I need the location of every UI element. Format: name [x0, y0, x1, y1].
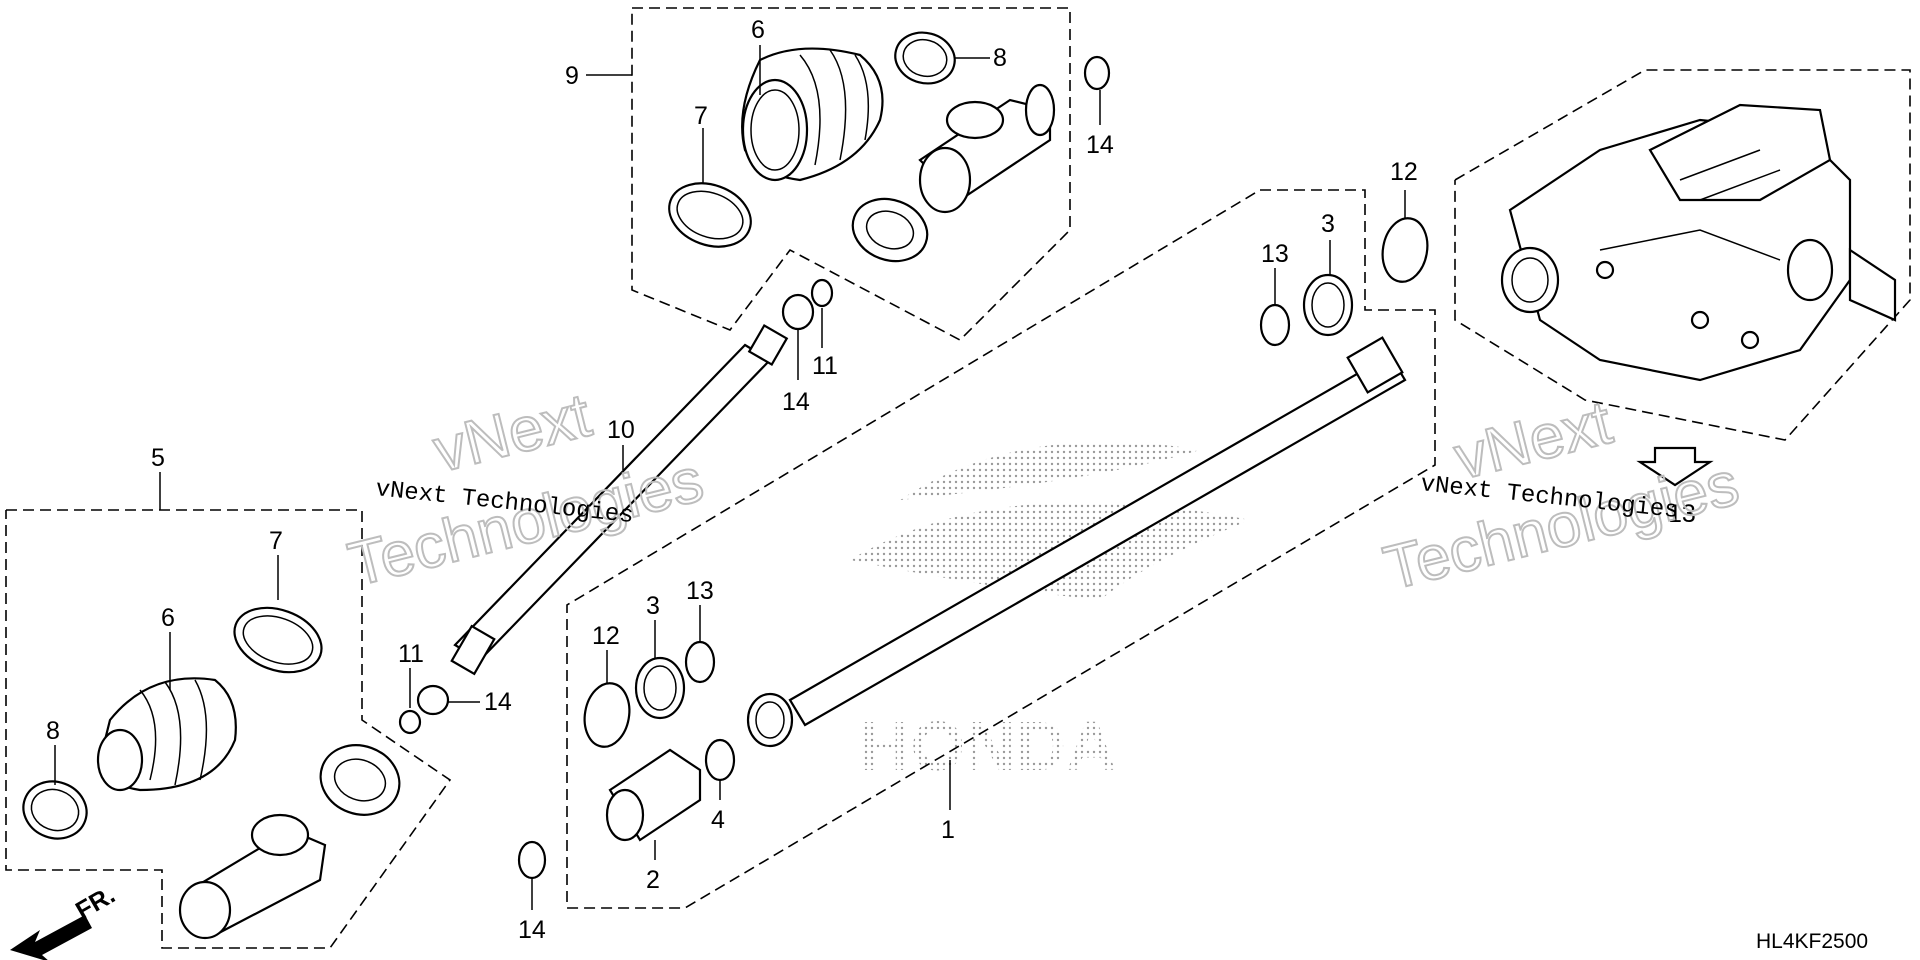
callout-3-right: 3	[1321, 210, 1335, 238]
oil-seal-top	[851, 197, 929, 263]
callout-13-center: 13	[686, 577, 714, 605]
dust-seal-3-right	[1302, 273, 1354, 337]
universal-joint-left	[178, 813, 327, 940]
final-gear-assembly: 13	[1454, 69, 1911, 528]
callout-6-left: 6	[161, 604, 175, 632]
callout-14-left: 14	[484, 688, 512, 716]
group-1: 12 3 13 2 4 1 3 13 12	[566, 158, 1436, 909]
front-direction-indicator: FR.	[10, 881, 120, 960]
callout-8-top: 8	[993, 44, 1007, 72]
circlip-11-mid	[810, 278, 834, 308]
o-ring-12-center	[583, 682, 631, 748]
callout-11-mid: 11	[812, 352, 838, 380]
band-clamp-left	[233, 606, 323, 674]
group-9: 9 6 8 7 14	[565, 7, 1114, 341]
callout-8-left: 8	[46, 717, 60, 745]
oil-seal-left	[319, 744, 401, 816]
small-clamp-top	[894, 31, 956, 85]
coupling-2	[605, 748, 702, 842]
callout-5: 5	[151, 444, 165, 472]
callout-6-top: 6	[751, 16, 765, 44]
callout-12-right: 12	[1390, 158, 1418, 186]
callout-7-left: 7	[269, 527, 283, 555]
callout-14-topright: 14	[1086, 131, 1114, 159]
propeller-shaft-1	[746, 336, 1407, 748]
callout-13-assembly: 13	[1668, 500, 1696, 528]
spring-4	[704, 738, 736, 782]
watermark-left-line1: vNext	[427, 381, 597, 486]
universal-joint-top	[918, 83, 1056, 214]
o-ring-14-left	[416, 684, 450, 716]
drawing-code: HL4KF2500	[1756, 930, 1868, 953]
front-label: FR.	[71, 881, 120, 925]
callout-11-left: 11	[398, 640, 424, 668]
boot-part-left	[96, 677, 237, 792]
output-flange	[1500, 246, 1560, 314]
boot-part-top	[741, 47, 884, 182]
callout-12-center: 12	[592, 622, 620, 650]
callout-14-bottom: 14	[518, 916, 546, 944]
watermark-right: vNext Technologies	[1376, 387, 1746, 605]
honda-watermark-text: HONDA	[860, 707, 1117, 785]
shaft-10: 14 11 10 14 11	[398, 278, 838, 735]
callout-10: 10	[607, 416, 635, 444]
o-ring-13-right	[1259, 303, 1291, 347]
callout-14-mid: 14	[782, 388, 810, 416]
callout-9: 9	[565, 62, 579, 90]
o-ring-12-right	[1381, 217, 1429, 283]
callout-3-center: 3	[646, 592, 660, 620]
o-ring-13-center	[684, 640, 716, 684]
front-arrow-icon	[10, 915, 92, 960]
callout-4: 4	[711, 806, 725, 834]
callout-13-right: 13	[1261, 240, 1289, 268]
o-ring-14-bottom	[517, 840, 547, 880]
o-ring-14-topright	[1083, 55, 1111, 91]
group-5: 5 7 6 8	[5, 444, 452, 949]
dust-seal-3-center	[634, 656, 686, 720]
callout-7-top: 7	[694, 102, 708, 130]
callout-1: 1	[941, 816, 955, 844]
reference-arrow-icon	[1636, 446, 1714, 487]
o-ring-14-mid	[781, 293, 815, 331]
circlip-11-left	[398, 709, 422, 735]
callout-2: 2	[646, 866, 660, 894]
band-clamp-top	[668, 182, 752, 248]
